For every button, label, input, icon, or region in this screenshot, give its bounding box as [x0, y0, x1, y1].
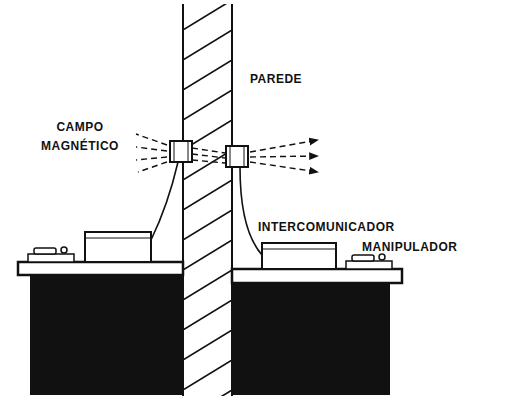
field-lines — [136, 134, 318, 172]
left-keyer — [28, 247, 74, 262]
coil — [170, 141, 192, 162]
left-table — [18, 262, 183, 395]
wire — [240, 167, 262, 255]
right-keyer — [346, 254, 392, 269]
coil — [226, 146, 248, 167]
left-intercom — [85, 232, 151, 262]
part-label: INTERCOMUNICADOR — [258, 218, 395, 237]
right-intercom — [262, 243, 336, 269]
part-label: MANIPULADOR — [362, 238, 458, 257]
wall-label: PAREDE — [250, 70, 302, 89]
wall — [183, 4, 232, 396]
field-label: CAMPO MAGNÉTICO — [30, 118, 130, 155]
wire — [151, 162, 178, 240]
right-table — [232, 269, 402, 395]
